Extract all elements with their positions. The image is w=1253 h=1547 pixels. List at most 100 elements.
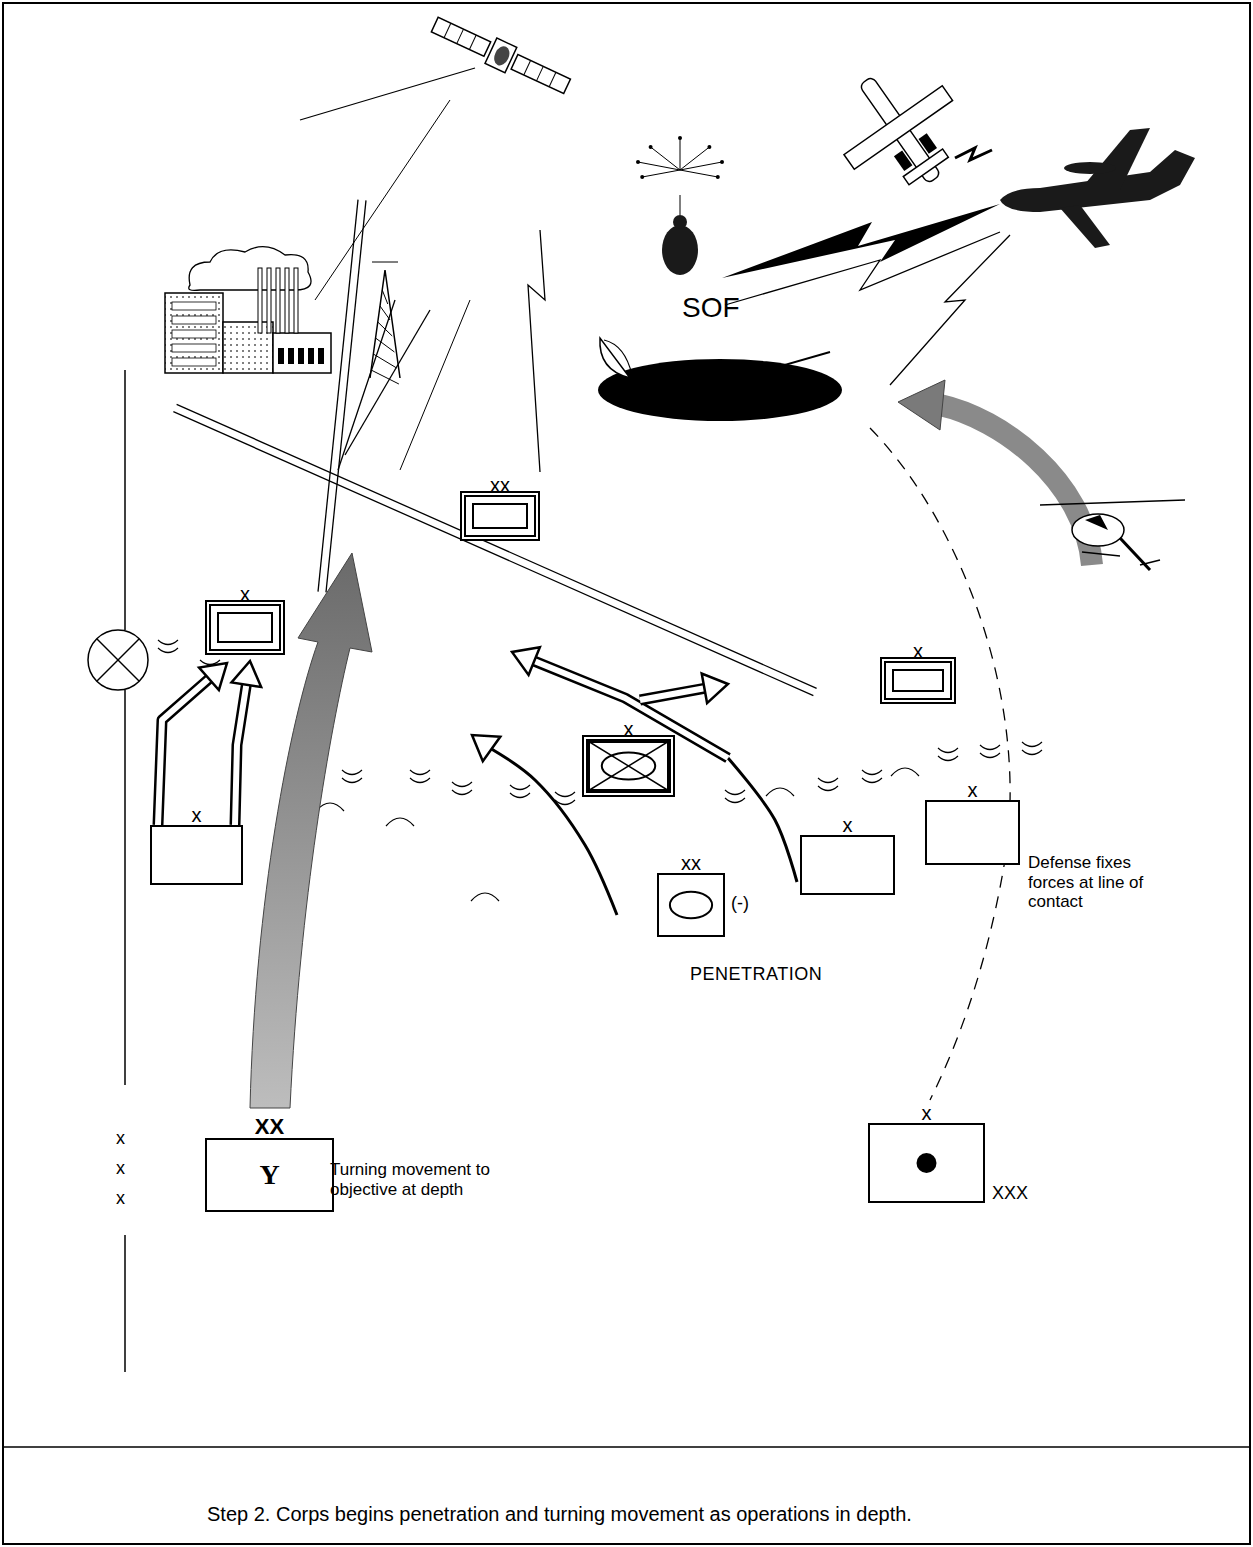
sof-burst — [638, 162, 680, 170]
factory-window — [298, 348, 304, 364]
factory-window — [288, 348, 294, 364]
annotation: SOF — [682, 292, 740, 324]
helicopter-body — [1072, 514, 1124, 546]
attack-aircraft — [816, 46, 983, 213]
solar-panel — [431, 17, 490, 56]
lightning — [725, 232, 1000, 305]
annotation: PENETRATION — [690, 964, 822, 985]
feba-arc — [158, 640, 178, 645]
enemy-unit-box: x — [205, 600, 285, 655]
feba-arc — [342, 770, 362, 775]
tower-brace — [373, 354, 396, 368]
road-edge — [177, 404, 817, 688]
echelon-marker: x — [116, 1128, 125, 1149]
sof-burst — [651, 147, 680, 170]
chimney — [267, 268, 271, 333]
friendly-unit-box: x — [150, 825, 243, 885]
frame — [3, 3, 1250, 1544]
sof-burst-tip — [649, 145, 653, 149]
arrow-head — [512, 647, 540, 675]
radar-dome — [1064, 162, 1116, 174]
feba-arc — [1022, 750, 1042, 755]
feba-arc — [510, 785, 530, 790]
friendly-unit-box: XXY — [205, 1138, 334, 1212]
caption-rule — [3, 1446, 1250, 1448]
friendly-unit-box: xx — [657, 873, 725, 937]
tower-brace — [378, 322, 392, 336]
attack-arrow — [158, 663, 227, 825]
arrow-fill — [640, 688, 704, 700]
feba-arc — [386, 818, 414, 826]
penetration-shaft — [728, 758, 797, 882]
arrow-fill — [235, 685, 246, 825]
arrow-head — [702, 674, 728, 704]
annotation: Turning movement to objective at depth — [330, 1160, 535, 1199]
sof-figure — [636, 136, 724, 275]
arrow-outline — [158, 679, 209, 825]
smoke-cloud — [189, 247, 311, 291]
objective — [598, 338, 842, 421]
destroyed-cross — [588, 741, 669, 791]
feba-arc — [891, 768, 919, 776]
echelon-marker: x — [850, 1103, 1003, 1123]
feba-arc — [510, 793, 530, 798]
unit-symbol — [870, 1125, 983, 1201]
road-line — [345, 310, 430, 455]
factory-window — [172, 302, 216, 310]
unit-symbol — [588, 741, 669, 791]
enemy-unit-box: x — [880, 657, 956, 704]
tower-brace — [380, 306, 390, 320]
road-edge — [326, 200, 366, 592]
factory — [165, 247, 331, 373]
air-assault-arrowhead — [898, 380, 945, 430]
tower-legs — [370, 270, 400, 378]
corps-boundary — [88, 370, 148, 1372]
radar-dish-rim — [604, 340, 632, 375]
comm-links — [300, 68, 1010, 472]
lightning — [528, 230, 545, 472]
arrow-fill — [158, 679, 209, 825]
enemy-symbol-frame — [217, 612, 273, 643]
engine — [919, 133, 938, 153]
echelon-marker: x — [866, 641, 970, 661]
echelon-marker: XXX — [992, 1183, 1028, 1204]
sof-burst-tip — [707, 145, 711, 149]
feba-arc — [452, 782, 472, 787]
panel-cell — [536, 66, 543, 81]
cockpit — [1085, 515, 1108, 530]
strength-marker: (-) — [731, 893, 749, 914]
feba-arc — [766, 788, 794, 796]
enemy-unit-box: xx — [460, 491, 540, 541]
echelon-marker: xx — [639, 853, 743, 873]
factory-building — [165, 293, 223, 373]
boundary-line — [124, 690, 126, 1085]
sof-line — [680, 195, 681, 215]
annotation: Defense fixes forces at line of contact — [1028, 853, 1178, 912]
sof-burst-tip — [678, 136, 682, 140]
friendly-unit-box: x — [925, 800, 1020, 865]
feba-arc — [980, 745, 1000, 750]
satellite-dish — [491, 44, 512, 68]
echelon-marker: x — [907, 780, 1038, 800]
feba-arc — [1022, 742, 1042, 747]
boundary-line — [124, 370, 126, 630]
sof-burst-tip — [716, 175, 720, 179]
radio-tower — [370, 262, 400, 384]
echelon-marker: x — [782, 815, 913, 835]
tower-brace — [382, 290, 388, 304]
rotor — [1040, 500, 1185, 505]
echelon-marker: x — [116, 1158, 125, 1179]
factory-window — [318, 348, 324, 364]
factory-window — [308, 348, 314, 364]
echelon-marker: x — [568, 719, 689, 739]
feba-arc — [410, 770, 430, 775]
panel-cell — [549, 72, 556, 87]
arrow-outline — [235, 685, 246, 825]
road-edge — [173, 412, 813, 696]
chimney — [276, 268, 280, 333]
sof-head — [673, 215, 687, 229]
feba-arc — [342, 778, 362, 783]
sof-burst — [680, 138, 681, 170]
comm-line — [300, 68, 475, 120]
